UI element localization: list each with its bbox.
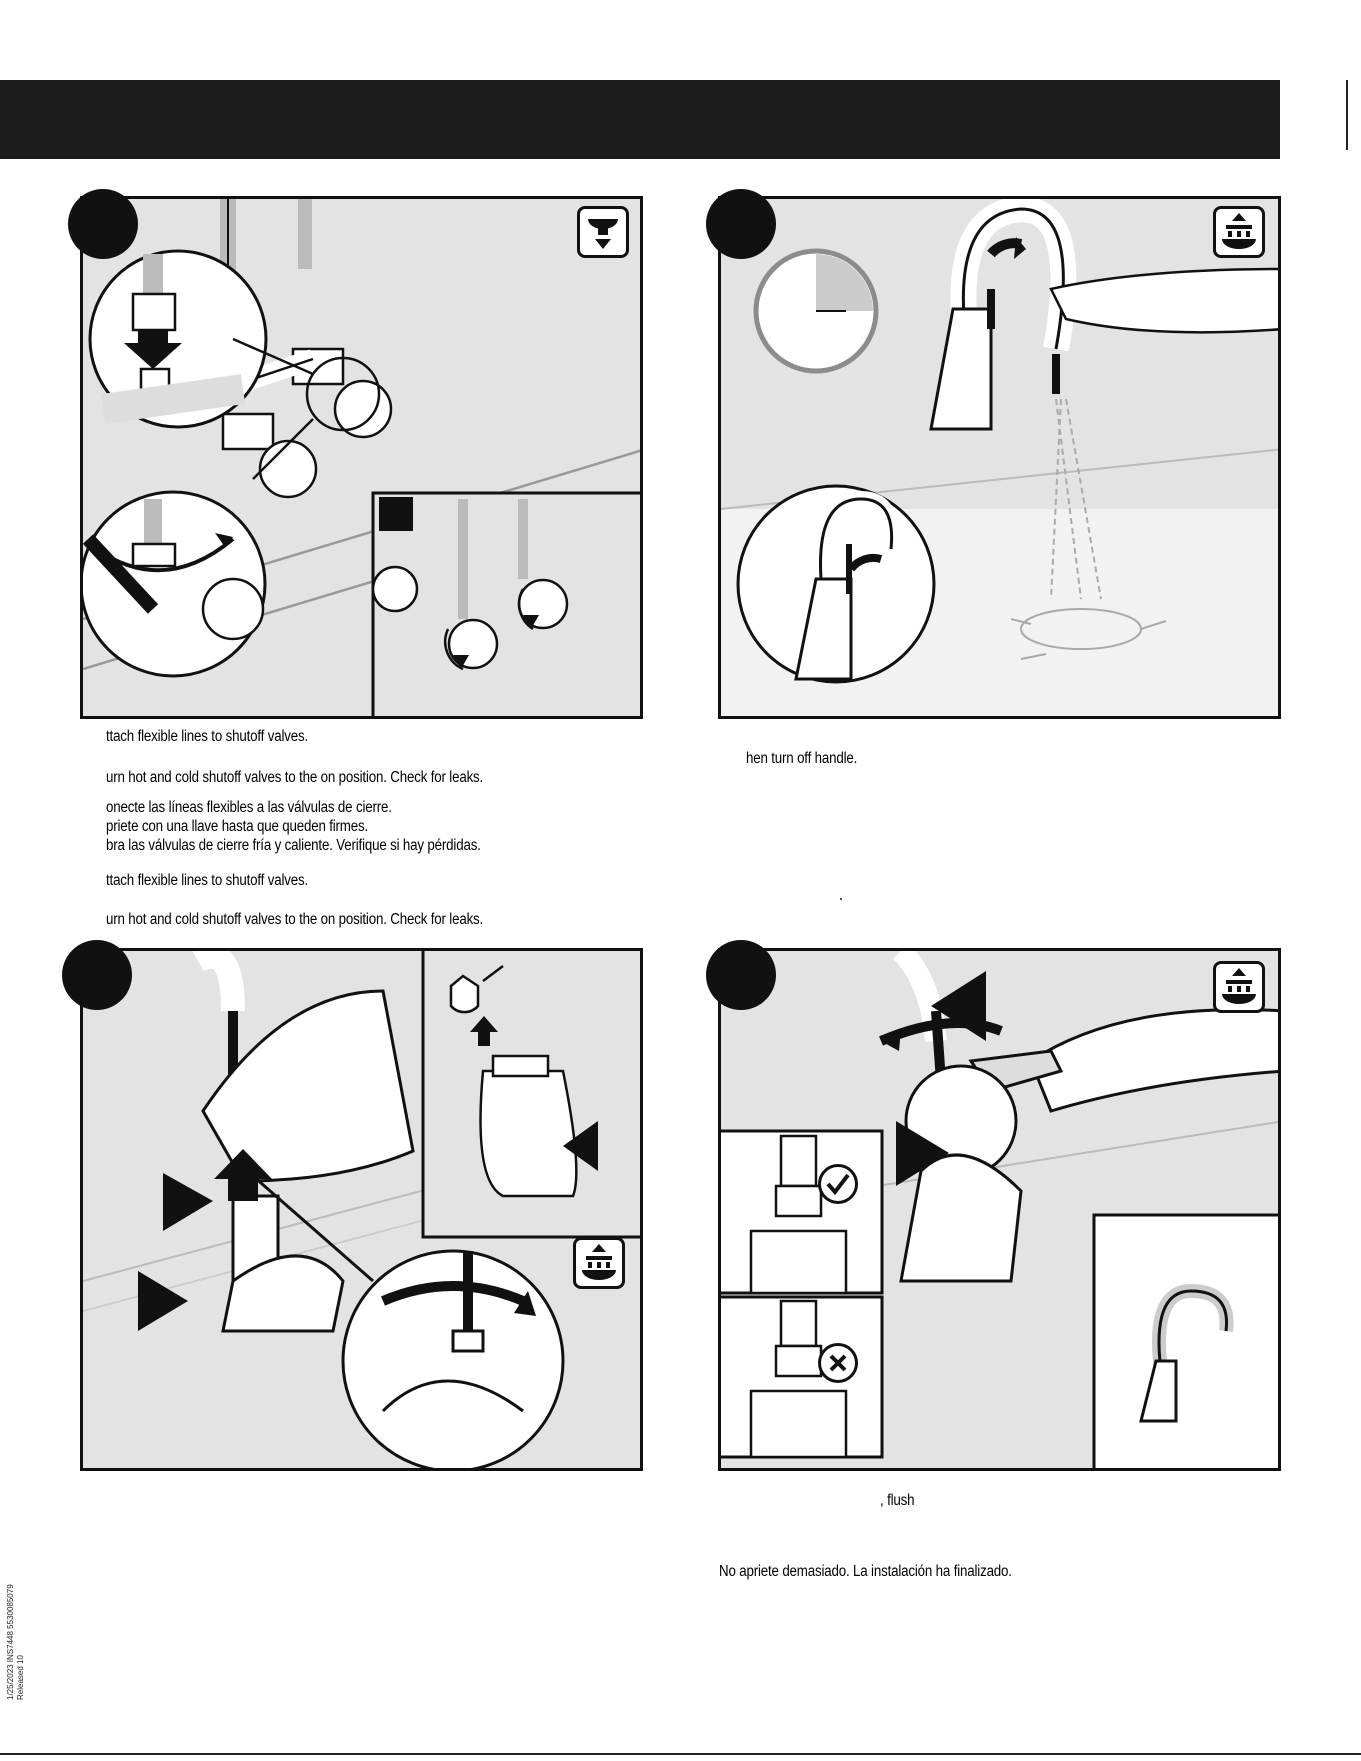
cross-icon — [818, 1343, 858, 1383]
step4-illustration — [721, 951, 1281, 1471]
footer-rule — [0, 1753, 1361, 1755]
step4-caption-es-finished: No apriete demasiado. La instalación ha … — [719, 1562, 1012, 1581]
step1-caption-es-connect: onecte las líneas flexibles a las válvul… — [106, 798, 392, 817]
step1-number-circle — [68, 189, 138, 259]
step1-caption-es-tighten: priete con una llave hasta que queden fi… — [106, 817, 368, 836]
step2-number-circle — [706, 189, 776, 259]
step3-number-circle — [62, 940, 132, 1010]
above-deck-icon — [573, 1237, 625, 1289]
step2-caption-en-turn-off: hen turn off handle. — [746, 749, 857, 768]
step2-panel — [718, 196, 1281, 719]
document-code-line2: Released 10 — [16, 1584, 26, 1700]
step1-panel — [80, 196, 643, 719]
page-edge-mark — [1346, 80, 1348, 150]
step4-caption-en-flush: , flush — [880, 1491, 914, 1510]
below-deck-icon — [577, 206, 629, 258]
step1-caption-fr-turn-on: urn hot and cold shutoff valves to the o… — [106, 910, 483, 929]
step1-caption-es-open: bra las válvulas de cierre fría y calien… — [106, 836, 481, 855]
step4-panel — [718, 948, 1281, 1471]
step4-number-circle — [706, 940, 776, 1010]
step1-caption-en-attach: ttach flexible lines to shutoff valves. — [106, 727, 308, 746]
check-icon — [818, 1164, 858, 1204]
step3-illustration — [83, 951, 643, 1471]
header-banner — [0, 80, 1280, 159]
stray-mark — [840, 898, 842, 900]
above-deck-icon — [1213, 961, 1265, 1013]
step1-illustration — [83, 199, 643, 719]
step1-caption-en-turn-on: urn hot and cold shutoff valves to the o… — [106, 768, 483, 787]
above-deck-icon — [1213, 206, 1265, 258]
step2-illustration — [721, 199, 1281, 719]
document-code-line1: 1/25/2023 INS7448 5530085079 — [6, 1584, 16, 1700]
step3-panel — [80, 948, 643, 1471]
step1-caption-fr-attach: ttach flexible lines to shutoff valves. — [106, 871, 308, 890]
document-code: 1/25/2023 INS7448 5530085079 Released 10 — [6, 1584, 26, 1700]
